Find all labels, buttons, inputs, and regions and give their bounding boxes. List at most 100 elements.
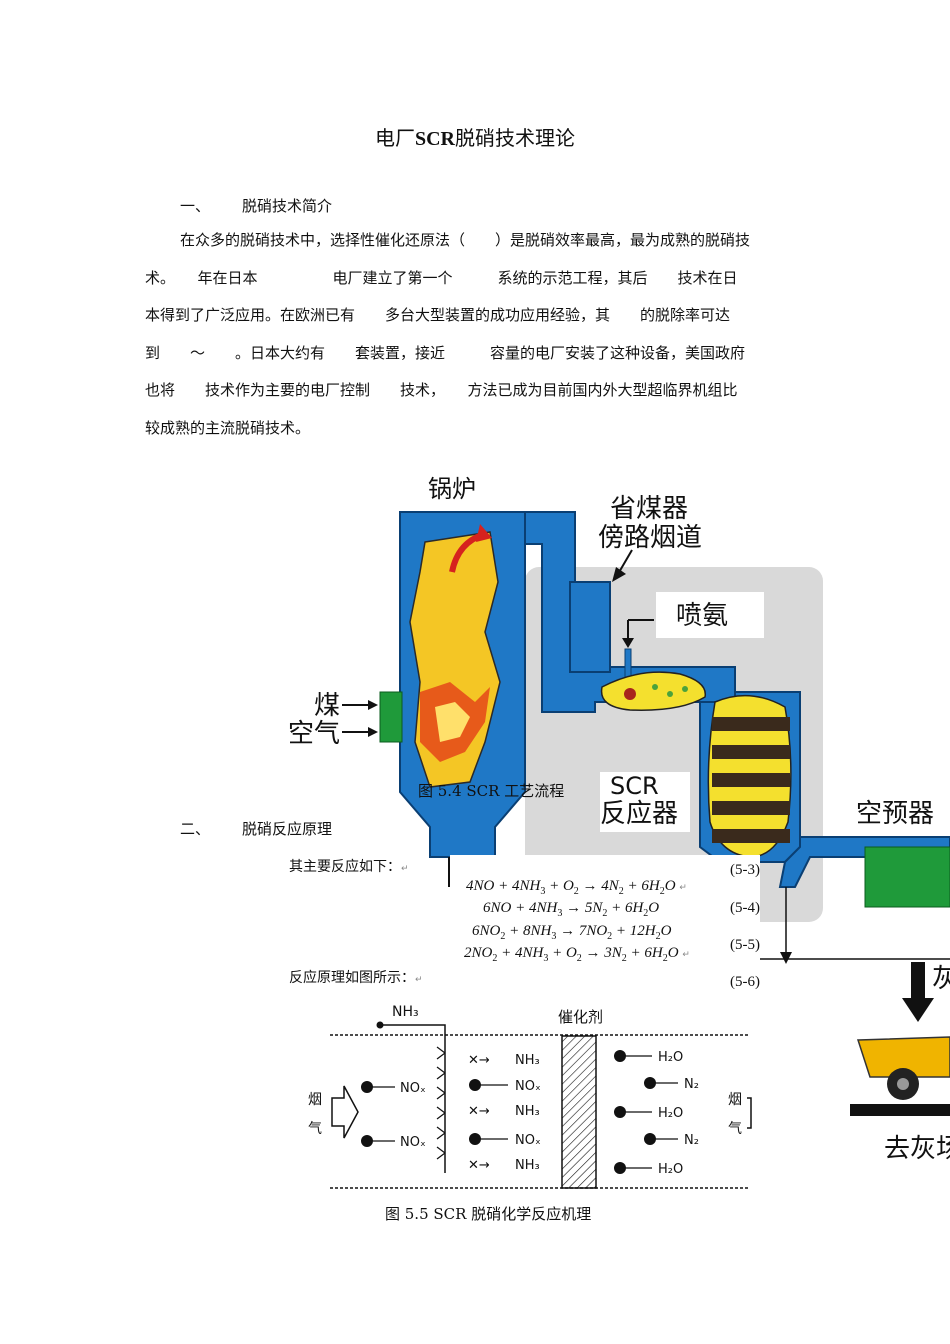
coal-arrowhead-icon [368, 700, 378, 710]
ammonia-label: 喷氨 [676, 601, 728, 631]
equation-number: (5-4) [730, 900, 760, 916]
scr-mechanism-diagram: NH₃ 催化剂 烟 气 烟 气 NOₓ NOₓ ✕→ NH₃ NOₓ ✕→ NH… [308, 1004, 752, 1189]
equation-1: 4NO + 4NH3 + O2 → 4N2 + 6H2O ↵ [466, 878, 687, 897]
pointer-arrowhead-icon [612, 567, 626, 582]
preheater-label: 空预器 [856, 799, 934, 829]
pointer-arrow-icon [617, 549, 633, 575]
ground-bar [850, 1104, 950, 1116]
ammonia-label-box [656, 592, 764, 638]
ash-truck-icon [856, 1036, 950, 1078]
bypass-label-line2: 傍路烟道 [598, 523, 702, 553]
air-arrowhead-icon [368, 727, 378, 737]
molecule-icon [361, 1081, 373, 1093]
flue-gas-right-2: 气 [728, 1121, 742, 1137]
ammonia-particle [624, 688, 636, 700]
product-label: N₂ [684, 1077, 699, 1092]
paragraph-line: 较成熟的主流脱硝技术。 [145, 418, 311, 437]
molecule-icon [614, 1106, 626, 1118]
mid-species-label: NH₃ [515, 1158, 540, 1173]
preheater-label-box [850, 792, 950, 832]
ash-label: 灰 [932, 964, 950, 994]
scr-label-line1: SCR [610, 772, 659, 800]
equation-3: 6NO2 + 8NH3 → 7NO2 + 12H2O [472, 923, 672, 942]
molecule-icon [614, 1162, 626, 1174]
equation-panel [450, 855, 760, 995]
flame-core-icon [435, 702, 470, 742]
figure-2-caption: 图 5.5 SCR 脱硝化学反应机理 [385, 1205, 592, 1223]
molecule-icon [469, 1079, 481, 1091]
flue-gas-left-2: 气 [308, 1121, 322, 1137]
molecule-icon [361, 1135, 373, 1147]
arrow-down-icon [902, 998, 934, 1022]
paragraph-line: 到 ～ 。日本大约有 套装置，接近 容量的电厂安装了这种设备，美国政府 [145, 343, 746, 362]
page-title: 电厂SCR脱硝技术理论 [374, 126, 575, 150]
scr-process-diagram: 锅炉 省煤器 傍路烟道 喷氨 煤 空气 SCR 反应器 空预器 灰 去灰场 [288, 475, 950, 1164]
figure-1-caption: 图 5.4 SCR 工艺流程 [418, 782, 565, 800]
x-mark-icon: ✕→ [468, 1053, 490, 1068]
product-label: N₂ [684, 1133, 699, 1148]
paragraph-line: 在众多的脱硝技术中，选择性催化还原法（ ）是脱硝效率最高，最为成熟的脱硝技 [180, 231, 751, 249]
injection-nozzles [436, 1046, 446, 1160]
arrow-down-icon [780, 952, 792, 964]
ammonia-particle [652, 684, 658, 690]
bypass-label-line1: 省煤器 [610, 494, 688, 524]
intro-paragraph: 在众多的脱硝技术中，选择性催化还原法（ ）是脱硝效率最高，最为成熟的脱硝技 术。… [145, 222, 810, 447]
catalyst-label: 催化剂 [558, 1008, 603, 1026]
equation-number: (5-5) [730, 937, 760, 953]
x-mark-icon: ✕→ [468, 1104, 490, 1119]
to-ash-label: 去灰场 [884, 1134, 950, 1164]
scr-label-line2: 反应器 [600, 799, 678, 829]
paragraph-line: 也将 技术作为主要的电厂控制 技术， 方法已成为目前国内外大型超临界机组比 [145, 381, 738, 399]
mid-species-label: NH₃ [515, 1104, 540, 1119]
mid-species-label: NOₓ [515, 1133, 541, 1148]
equation-2: 6NO + 4NH3 → 5N2 + 6H2O [483, 900, 660, 919]
molecule-icon [644, 1077, 656, 1089]
equation-4: 2NO2 + 4NH3 + O2 → 3N2 + 6H2O ↵ [464, 945, 690, 964]
reaction-intro: 其主要反应如下：↵ [289, 859, 409, 875]
product-label: H₂O [658, 1106, 683, 1121]
section-2-number: 二、 [180, 820, 211, 838]
equation-number: (5-3) [730, 862, 760, 878]
catalyst-layer [712, 773, 790, 787]
air-label: 空气 [288, 719, 340, 749]
inlet-nox-label: NOₓ [400, 1135, 426, 1150]
flow-arrowhead-icon [476, 524, 492, 542]
inlet-nox-label: NOₓ [400, 1081, 426, 1096]
scr-label-box [600, 772, 690, 832]
mixing-zone [600, 671, 707, 711]
coal-label: 煤 [314, 691, 340, 721]
section-1-title: 脱硝技术简介 [242, 197, 333, 215]
product-label: H₂O [658, 1050, 683, 1065]
ammonia-particle [667, 691, 673, 697]
equation-number: (5-6) [730, 974, 760, 990]
molecule-icon [644, 1133, 656, 1145]
product-label: H₂O [658, 1162, 683, 1177]
air-preheater [864, 846, 950, 908]
boiler-label: 锅炉 [428, 475, 476, 503]
catalyst-layer [712, 745, 790, 759]
truck-hub-icon [897, 1078, 909, 1090]
catalyst-layer [712, 801, 790, 815]
mechanism-intro: 反应原理如图所示：↵ [289, 970, 423, 986]
section-2-title: 脱硝反应原理 [242, 820, 333, 838]
pointer-arrowhead-icon [622, 638, 634, 648]
nh3-pipe [380, 1024, 446, 1173]
flue-gas-right-1: 烟 [728, 1092, 742, 1108]
mid-species-label: NOₓ [515, 1079, 541, 1094]
x-mark-icon: ✕→ [468, 1158, 490, 1173]
catalyst-block [561, 1035, 597, 1189]
section-1-number: 一、 [180, 197, 211, 215]
molecule-icon [469, 1133, 481, 1145]
fuel-inlet [379, 691, 403, 743]
flue-gas-arrow-icon [331, 1085, 359, 1139]
outlet-bracket [747, 1097, 752, 1129]
economizer-bypass [569, 581, 611, 673]
paragraph-line: 本得到了广泛应用。在欧洲已有 多台大型装置的成功应用经验，其 的脱除率可达 [145, 306, 731, 324]
paragraph-line: 术。 年在日本 电厂建立了第一个 系统的示范工程，其后 技术在日 [145, 268, 738, 287]
catalyst-layer [712, 717, 790, 731]
mid-species-label: NH₃ [515, 1053, 540, 1068]
ash-arrow-shaft [911, 962, 925, 1000]
molecule-icon [614, 1050, 626, 1062]
flue-gas-left-1: 烟 [308, 1092, 322, 1108]
catalyst-layer [712, 829, 790, 843]
